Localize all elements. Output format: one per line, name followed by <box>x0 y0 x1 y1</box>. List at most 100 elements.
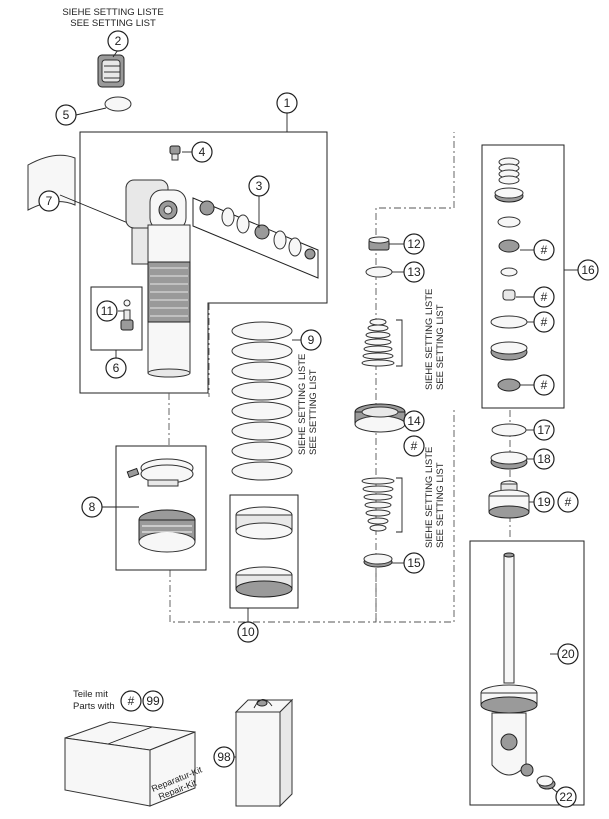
callout-9: 9 <box>300 329 322 351</box>
setting-note-spring-line1: SIEHE SETTING LISTE <box>297 354 308 455</box>
part-8-spring-retainer <box>126 458 196 553</box>
setting-note-stack1-line1: SIEHE SETTING LISTE <box>424 289 435 390</box>
svg-text:#: # <box>541 243 548 257</box>
assembly-box-16 <box>481 144 565 409</box>
assembly-box-10 <box>229 494 299 609</box>
svg-text:#: # <box>411 439 418 453</box>
callout-10: 10 <box>237 621 259 643</box>
svg-text:9: 9 <box>308 333 315 347</box>
bracket-stack-2 <box>396 477 403 533</box>
callout-11: 11 <box>96 300 118 322</box>
part-9-spring <box>231 321 293 481</box>
callout-22: 22 <box>555 786 577 808</box>
svg-text:22: 22 <box>559 790 573 804</box>
svg-text:20: 20 <box>561 647 575 661</box>
svg-text:16: 16 <box>581 263 595 277</box>
callout-15: 15 <box>403 552 425 574</box>
legend-99-callout: 99 <box>142 690 164 712</box>
svg-text:5: 5 <box>63 108 70 122</box>
part-17-o-ring <box>491 423 527 437</box>
svg-text:98: 98 <box>217 750 231 764</box>
callout-4: 4 <box>191 141 213 163</box>
part-14-piston <box>354 403 406 433</box>
svg-text:#: # <box>541 315 548 329</box>
callout-14-hash: # <box>403 435 425 457</box>
part-12-nut <box>368 236 390 251</box>
leader-5 <box>75 107 107 116</box>
callout-7: 7 <box>38 190 60 212</box>
callout-6: 6 <box>105 357 127 379</box>
callout-19: 19 <box>533 491 555 513</box>
svg-text:#: # <box>565 495 572 509</box>
setting-note-top-line2: SEE SETTING LIST <box>70 18 156 29</box>
part-19-seal-head <box>488 480 530 519</box>
svg-text:#: # <box>541 378 548 392</box>
svg-text:12: 12 <box>407 237 421 251</box>
setting-note-stack2-line2: SEE SETTING LIST <box>435 462 446 548</box>
callout-20: 20 <box>557 643 579 665</box>
svg-text:14: 14 <box>407 414 421 428</box>
svg-text:15: 15 <box>407 556 421 570</box>
part-2-compression-adjuster <box>97 54 125 88</box>
assembly-box-1 <box>79 131 328 394</box>
setting-note-top-line1: SIEHE SETTING LISTE <box>62 7 163 18</box>
svg-text:13: 13 <box>407 265 421 279</box>
callout-8: 8 <box>81 496 103 518</box>
part-10-spring-seat <box>235 506 293 598</box>
setting-note-stack2-line1: SIEHE SETTING LISTE <box>424 447 435 548</box>
svg-text:4: 4 <box>199 145 206 159</box>
assembly-box-6 <box>90 286 143 351</box>
legend-line1: Teile mit <box>73 689 108 700</box>
callout-3: 3 <box>248 175 270 197</box>
bracket-stack-1 <box>396 319 403 367</box>
callout-1: 1 <box>276 92 298 114</box>
svg-text:17: 17 <box>537 423 551 437</box>
part-shim-stack-1 <box>361 318 395 367</box>
callout-16-hash-b: # <box>533 286 555 308</box>
part-3-seal-kit <box>192 197 319 279</box>
assembly-box-8 <box>115 445 207 571</box>
legend-hash-callout: # <box>120 690 142 712</box>
svg-text:10: 10 <box>241 625 255 639</box>
part-5-o-ring <box>104 96 132 112</box>
callout-16: 16 <box>577 259 599 281</box>
callout-2: 2 <box>107 30 129 52</box>
repair-kit-box: Reparatur-Kit Repair-Kit <box>64 721 204 807</box>
svg-text:3: 3 <box>256 179 263 193</box>
assembly-box-20 <box>469 540 585 806</box>
callout-5: 5 <box>55 104 77 126</box>
svg-text:1: 1 <box>284 96 291 110</box>
part-18-bushing <box>490 451 528 470</box>
svg-text:18: 18 <box>537 452 551 466</box>
setting-note-stack1-line2: SEE SETTING LIST <box>435 304 446 390</box>
part-shock-body <box>125 179 191 378</box>
svg-text:7: 7 <box>46 194 53 208</box>
part-13-washer <box>365 266 393 278</box>
setting-note-spring-line2: SEE SETTING LIST <box>308 369 319 455</box>
svg-text:#: # <box>541 290 548 304</box>
part-20-piston-rod <box>480 552 538 776</box>
part-16-valve-parts <box>490 157 528 392</box>
callout-16-hash-c: # <box>533 311 555 333</box>
svg-text:2: 2 <box>115 34 122 48</box>
callout-98: 98 <box>213 746 235 768</box>
legend-line2: Parts with <box>73 701 115 712</box>
callout-16-hash-d: # <box>533 374 555 396</box>
part-6-valve <box>120 299 134 331</box>
part-22-bushing <box>520 763 556 790</box>
callout-16-hash-a: # <box>533 239 555 261</box>
callout-12: 12 <box>403 233 425 255</box>
part-15-washer <box>363 553 393 568</box>
svg-text:8: 8 <box>89 500 96 514</box>
svg-text:6: 6 <box>113 361 120 375</box>
callout-19-hash: # <box>557 491 579 513</box>
callout-17: 17 <box>533 419 555 441</box>
callout-14: 14 <box>403 410 425 432</box>
callout-13: 13 <box>403 261 425 283</box>
svg-text:#: # <box>128 694 135 708</box>
part-4-bleed-screw <box>169 145 181 161</box>
svg-text:11: 11 <box>101 304 114 318</box>
svg-text:99: 99 <box>146 694 160 708</box>
callout-18: 18 <box>533 448 555 470</box>
